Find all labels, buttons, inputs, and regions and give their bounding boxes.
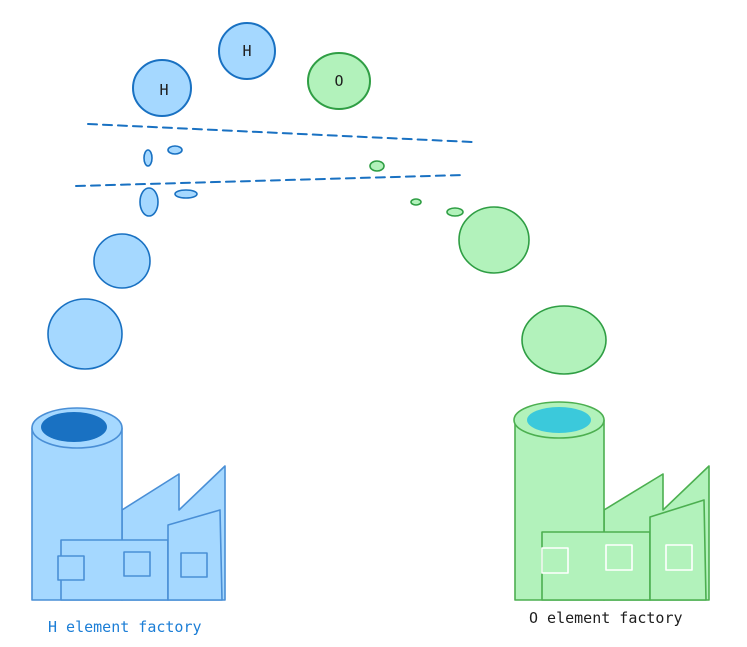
h-atom-right-label: H (242, 42, 251, 60)
h-particle (143, 149, 153, 167)
h-factory-window (57, 555, 85, 581)
o-particle (446, 207, 464, 217)
barrier-lines (75, 123, 473, 187)
h-particle (139, 187, 159, 217)
h-factory-icon (31, 407, 226, 601)
h-atom-left: H (132, 59, 192, 117)
o-factory-window (605, 544, 633, 571)
h-particle (93, 233, 151, 289)
h-particle (47, 298, 123, 370)
o-particle (410, 198, 422, 206)
o-atom: O (307, 52, 371, 110)
h-atom-left-label: H (159, 81, 168, 99)
o-factory-building (541, 531, 651, 601)
o-particle-stream (369, 160, 607, 375)
o-particle (521, 305, 607, 375)
h-atom-right: H (218, 22, 276, 80)
o-atom-label: O (334, 72, 343, 90)
o-factory-window (665, 544, 693, 571)
o-factory-chimney-opening (527, 407, 591, 433)
o-factory-wing (649, 499, 707, 601)
atoms: H H O (132, 22, 371, 117)
h-particle (167, 145, 183, 155)
o-factory-icon (513, 401, 710, 601)
dashed-line-bottom (75, 174, 465, 187)
o-particle (458, 206, 530, 274)
h-factory-label: H element factory (48, 618, 202, 636)
h-particle (174, 189, 198, 199)
o-particle (369, 160, 385, 172)
o-factory-label: O element factory (529, 609, 683, 627)
h-factory-window (123, 551, 151, 577)
dashed-line-top (87, 123, 473, 143)
o-factory-window (541, 547, 569, 574)
h-factory-window (180, 552, 208, 578)
h-particle-stream (47, 145, 198, 370)
h-factory-chimney-opening (41, 412, 107, 442)
